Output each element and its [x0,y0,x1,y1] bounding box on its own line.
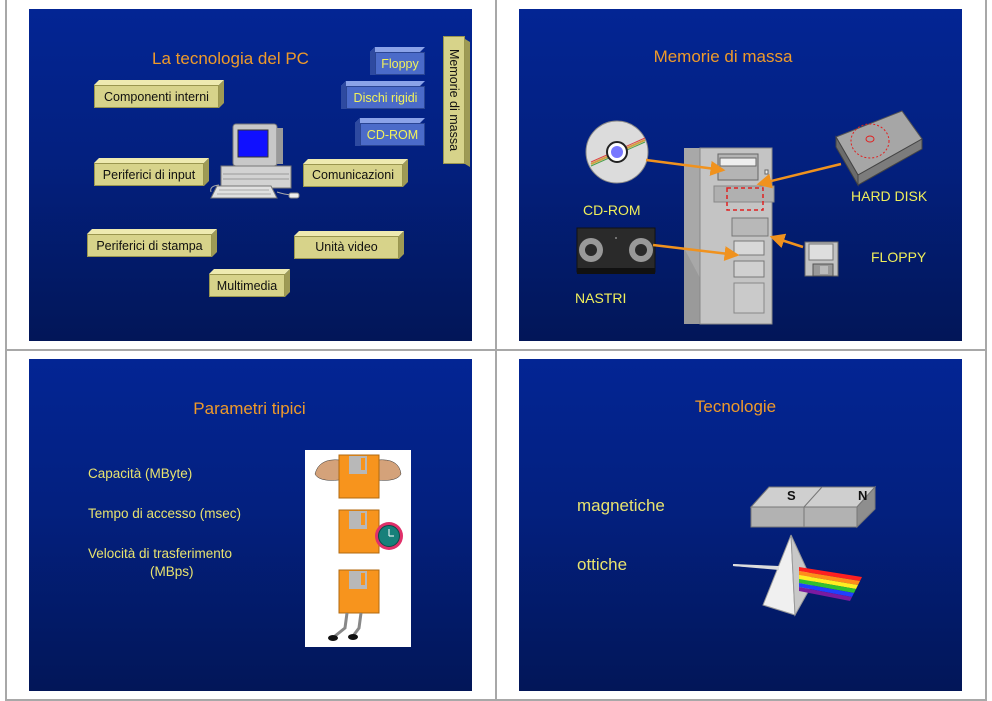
slide-parametri-tipici[interactable]: Parametri tipici Capacità (MByte) Tempo … [29,359,472,691]
slide-title: Memorie di massa [653,47,793,66]
bullet-magnetiche: magnetiche [577,496,665,515]
clock-floppy-icon [338,509,403,554]
arrow-hard-disk [756,162,842,189]
box-unita-video: Unità video [294,231,404,259]
floppy-disk-icon [804,241,839,277]
label-cd-rom: CD-ROM [583,202,641,218]
bullet-capacita: Capacità (MByte) [88,466,193,481]
box-periferici-input: Periferici di input [94,158,209,186]
spectrum-beam [799,567,862,601]
box-multimedia: Multimedia [209,269,290,297]
cd-rom-icon [585,120,649,184]
arrows-overlay [645,158,842,261]
box-memorie-side [465,39,470,167]
hard-disk-icon [835,110,923,187]
arrow-cdrom [645,158,726,176]
box-memorie-di-massa: Memorie di massa [443,36,465,164]
frame-bottom [5,699,987,701]
box-floppy: Floppy [370,47,425,75]
tape-cassette-icon [576,227,656,274]
desktop-computer-icon [210,123,300,199]
magnet-pole-n: N [858,488,868,503]
strong-floppy-icon [314,454,402,499]
arrow-floppy [769,233,804,249]
slide-memorie-di-massa[interactable]: Memorie di massa CD-ROM NASTRI [519,9,962,341]
box-componenti-interni: Componenti interni [94,80,224,108]
bullet-tempo-accesso: Tempo di accesso (msec) [88,506,242,521]
arrow-nastri [652,243,740,261]
running-floppy-icon [328,569,380,641]
label-floppy: FLOPPY [871,249,927,265]
floppy-illustrations-panel [305,450,411,647]
label-hard-disk: HARD DISK [851,188,928,204]
frame-middle-divider [5,349,987,351]
magnet-icon [749,485,877,529]
box-comunicazioni: Comunicazioni [303,159,408,187]
prism-icon [732,534,862,617]
slide-title: La tecnologia del PC [152,49,309,68]
magnet-pole-s: S [787,488,796,503]
bullet-velocita-unit: (MBps) [150,564,194,579]
label-nastri: NASTRI [575,290,627,306]
slide-tecnologie[interactable]: Tecnologie magnetiche ottiche S N [519,359,962,691]
box-periferici-stampa: Periferici di stampa [87,229,217,257]
box-dischi-rigidi: Dischi rigidi [341,81,425,109]
hard-disk-location-marker [726,187,764,211]
box-cd-rom: CD-ROM [355,118,425,146]
bullet-velocita: Velocità di trasferimento [88,546,233,561]
slide-title: Tecnologie [694,397,777,416]
bullet-ottiche: ottiche [577,555,628,574]
memorie-label: Memorie di massa [447,48,461,152]
slide-tecnologia-pc[interactable]: La tecnologia del PC Componenti interni … [29,9,472,341]
slide-title: Parametri tipici [193,399,306,418]
